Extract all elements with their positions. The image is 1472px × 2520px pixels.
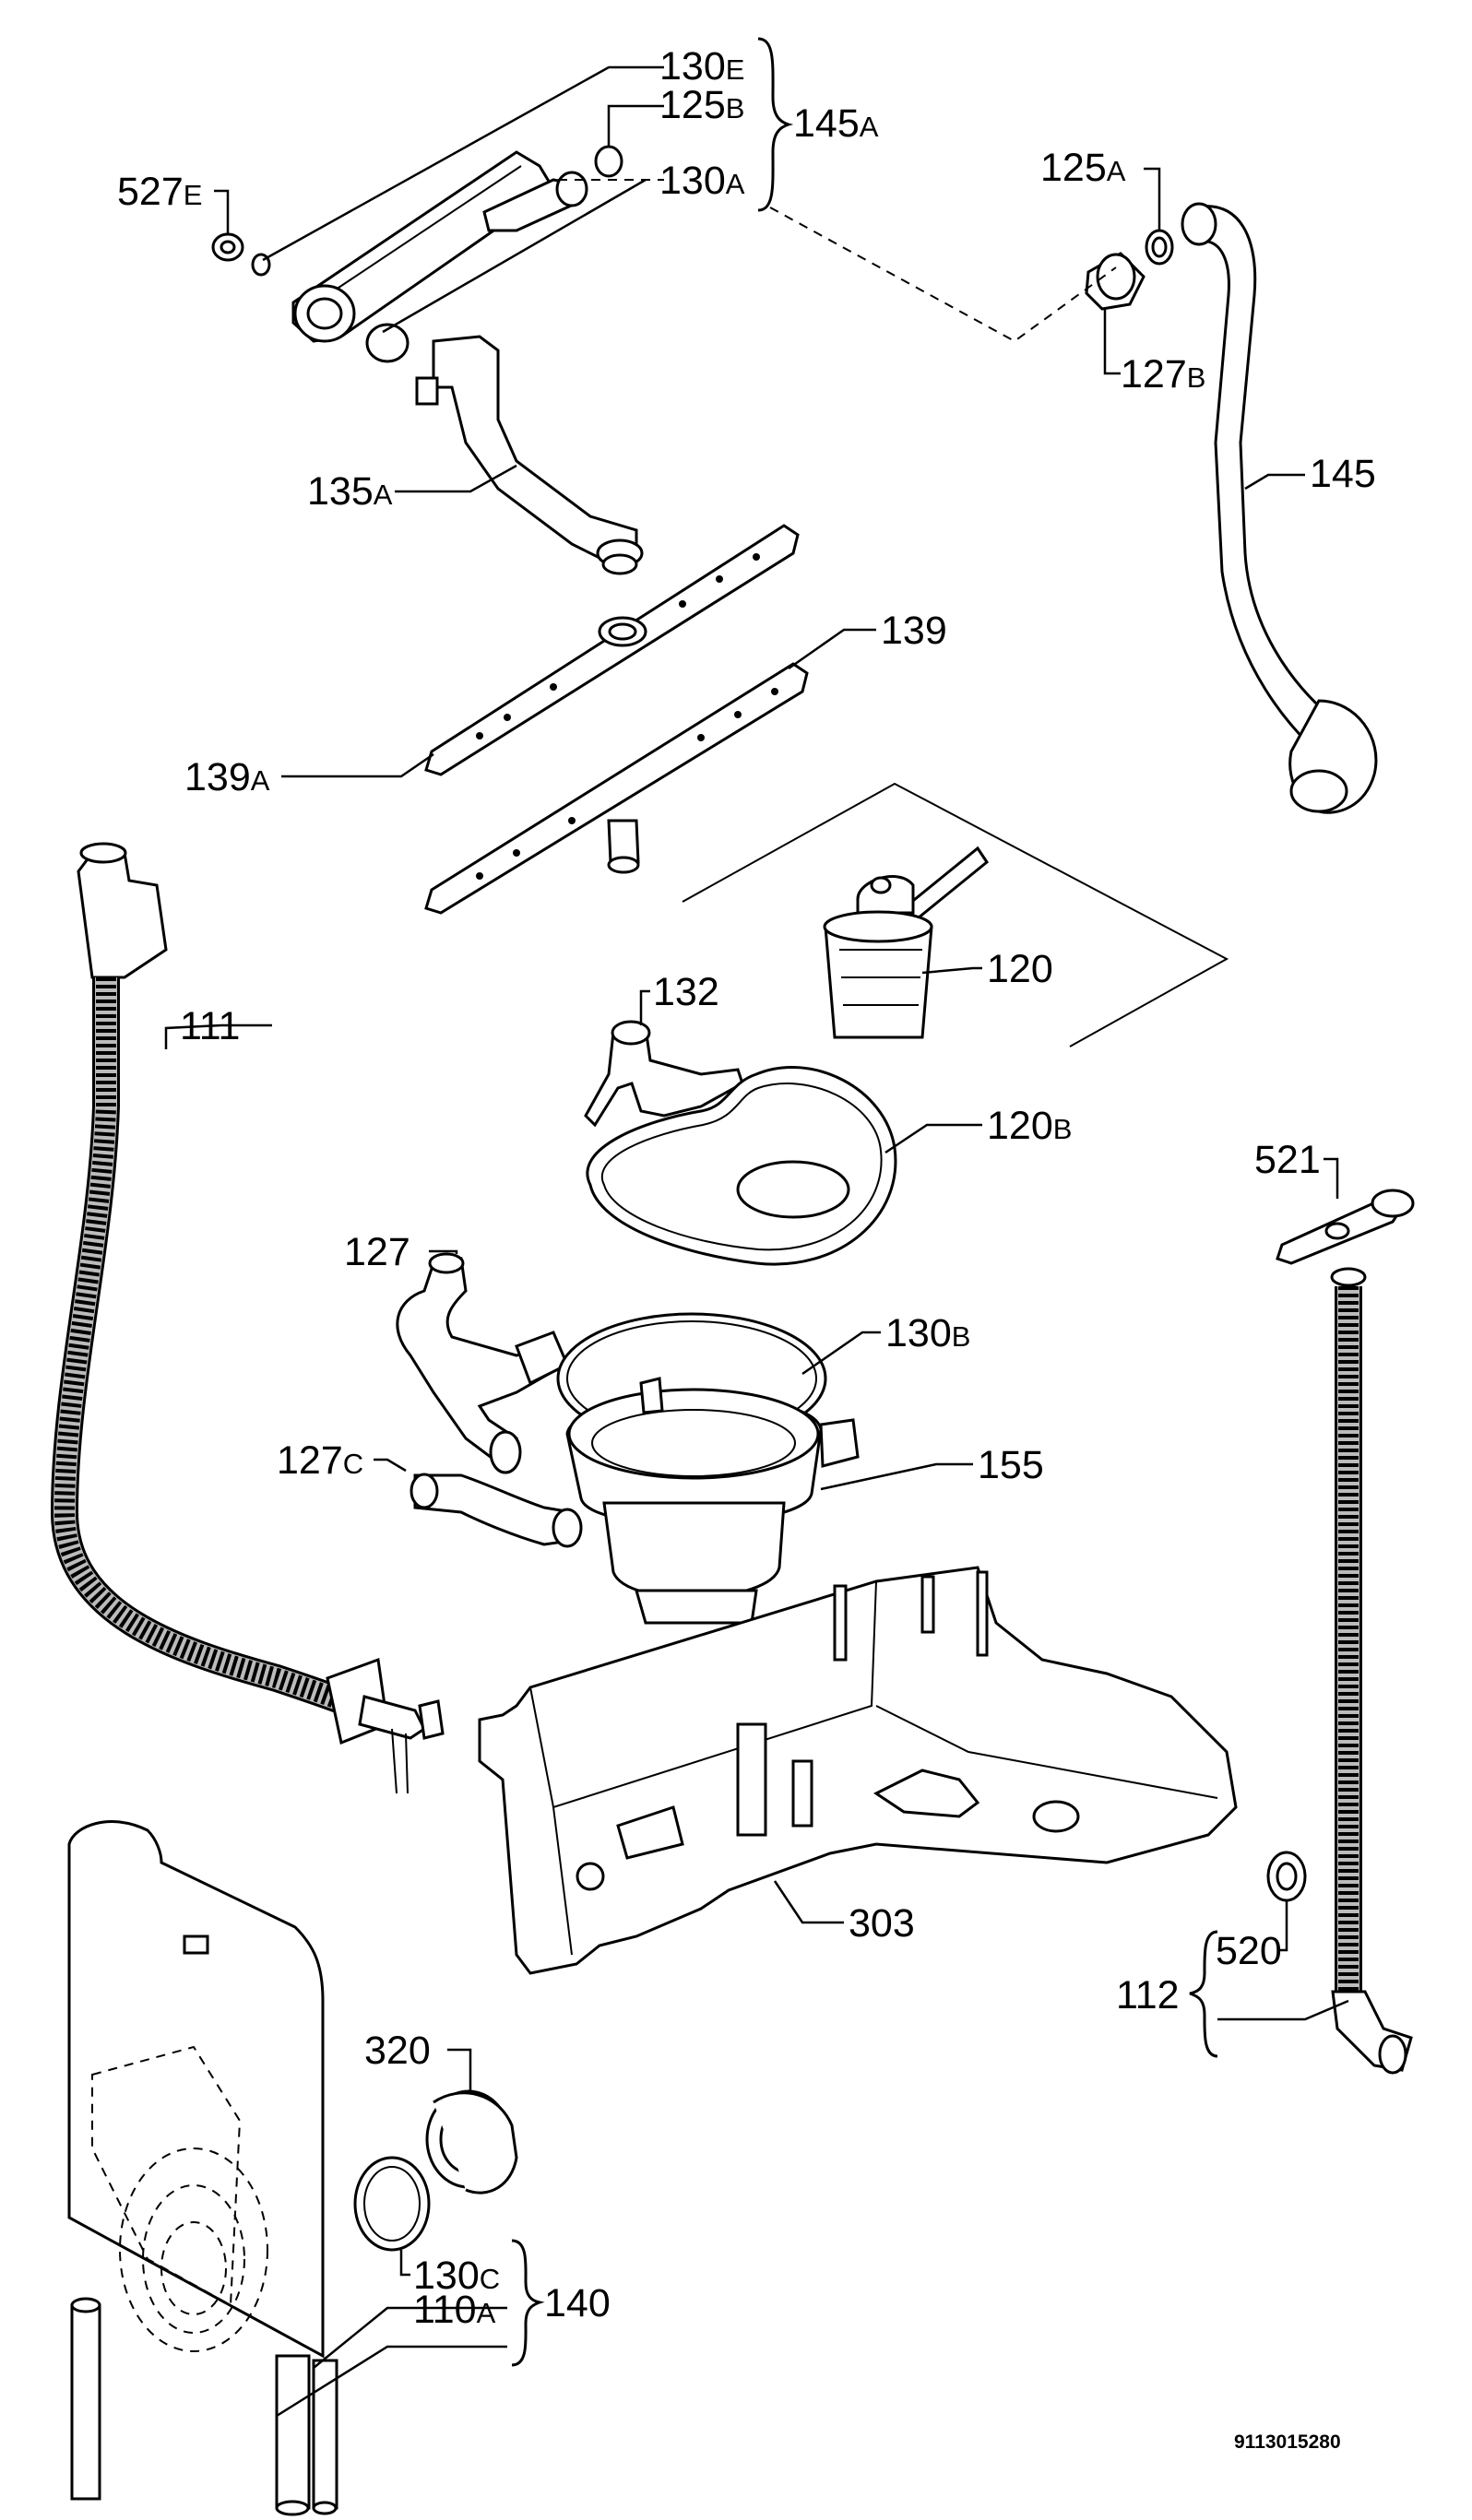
part-125b-gasket [594,145,623,178]
part-521-clip [1276,1189,1415,1265]
label-135a: 135A [307,469,393,514]
part-155-sump [565,1377,860,1625]
part-127c-hose [410,1473,583,1548]
label-527e: 527E [117,170,202,214]
part-127b-coupling [1085,252,1146,311]
label-130e: 130E [659,44,744,89]
label-145: 145 [1310,452,1376,496]
label-320: 320 [364,2029,431,2073]
part-527e-nut [211,232,244,262]
part-132-valve [584,1020,744,1128]
label-155: 155 [978,1443,1044,1487]
part-130a-oring [365,323,410,363]
label-130b: 130B [885,1311,970,1355]
brace-145a [757,37,794,212]
part-135a-feed-pipe [415,335,644,575]
part-140-unit [67,1820,338,2516]
part-120b-seal [586,1065,897,1266]
label-145a: 145A [793,101,879,146]
label-132: 132 [653,970,719,1014]
label-110a: 110A [413,2288,496,2332]
brace-140 [511,2239,545,2367]
leader-lines [164,65,1349,2418]
label-127b: 127B [1121,352,1205,396]
part-130c-ring [353,2156,431,2252]
part-125a-gasket [1145,229,1174,266]
label-127: 127 [344,1230,410,1274]
label-125b: 125B [659,83,744,127]
label-139: 139 [881,609,947,653]
part-320-seal [425,2089,518,2195]
label-127c: 127C [277,1438,363,1483]
part-520-gasket [1266,1851,1307,1902]
part-139a-spray-arm [424,524,800,776]
label-140: 140 [544,2281,611,2325]
part-130c-ring-inner [363,2166,421,2242]
label-112: 112 [1116,1973,1180,2017]
part-filter-group-outline [682,782,1229,1047]
part-labels: 130E 125B 145A 130A 527E 125A 127B 145 1… [117,44,1376,2332]
label-130c: 130C [413,2254,500,2298]
part-111-inlet-hose [50,842,445,1794]
label-120b: 120B [987,1104,1072,1148]
part-145-supply-pipe [1181,202,1378,814]
label-130a: 130A [659,159,745,203]
part-303-base [478,1566,1238,1975]
label-520: 520 [1216,1929,1282,1973]
part-120-filter [823,846,990,1039]
part-139-spray-arm [424,662,809,915]
brace-112 [1189,1930,1218,2058]
label-139a: 139A [184,755,270,799]
part-110a-pipe [70,2297,101,2501]
label-303: 303 [849,1901,915,1946]
part-127-hose [396,1252,569,1474]
label-111: 111 [180,1004,240,1048]
label-125a: 125A [1040,146,1126,190]
label-521: 521 [1254,1138,1321,1182]
label-120: 120 [987,947,1053,991]
diagram-code: 9113015280 [1234,2431,1341,2453]
part-112-drain-hose [1330,1267,1413,2075]
part-145a-connector [291,150,588,343]
